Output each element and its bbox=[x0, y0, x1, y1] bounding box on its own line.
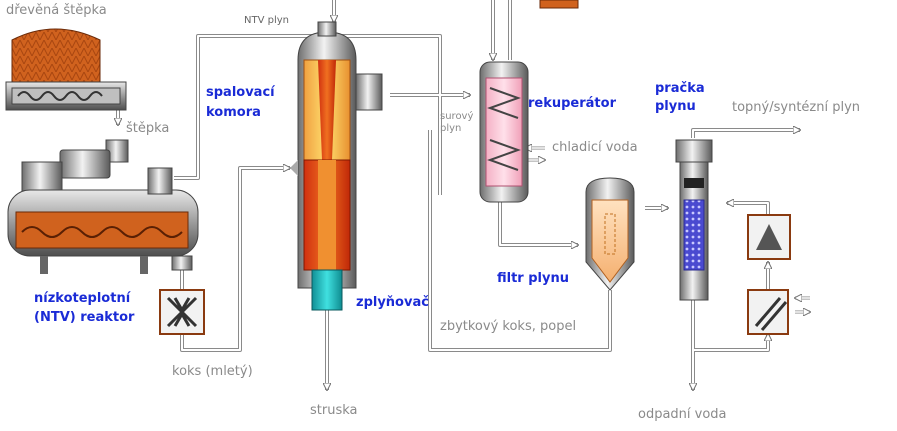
gasifier-column bbox=[290, 21, 383, 311]
label-ntv-reactor-2: (NTV) reaktor bbox=[34, 310, 135, 325]
label-wood-chips: dřevěná štěpka bbox=[6, 3, 107, 18]
wood-chip-hopper bbox=[5, 28, 127, 111]
coke-mill bbox=[159, 289, 205, 335]
gas-scrubber bbox=[675, 139, 713, 301]
label-gas-filter: filtr plynu bbox=[497, 271, 569, 286]
circulation-pump bbox=[747, 214, 791, 260]
label-scrubber-1: pračka bbox=[655, 81, 705, 96]
label-product-gas: topný/syntézní plyn bbox=[732, 100, 861, 115]
pipe-lines-inner bbox=[118, 0, 800, 390]
label-raw-gas-2: plyn bbox=[440, 123, 462, 134]
label-chips: štěpka bbox=[126, 121, 170, 136]
label-coke-ground: koks (mletý) bbox=[172, 364, 253, 379]
label-ntv-gas: NTV plyn bbox=[244, 15, 289, 26]
recuperator bbox=[479, 0, 579, 203]
label-combustion-chamber-2: komora bbox=[206, 105, 261, 120]
ntv-reactor bbox=[7, 139, 199, 274]
label-gasifier: zplyňovač bbox=[356, 295, 429, 310]
label-residual: zbytkový koks, popel bbox=[440, 319, 577, 334]
water-cooler bbox=[747, 289, 789, 335]
label-ntv-reactor-1: nízkoteplotní bbox=[34, 291, 131, 306]
label-raw-gas-1: surový bbox=[440, 111, 474, 122]
label-combustion-chamber-1: spalovací bbox=[206, 85, 275, 100]
label-cooling-water: chladicí voda bbox=[552, 140, 638, 155]
label-scrubber-2: plynu bbox=[655, 99, 696, 114]
label-waste-water: odpadní voda bbox=[638, 407, 727, 422]
label-recuperator: rekuperátor bbox=[528, 96, 616, 111]
gas-filter bbox=[585, 177, 635, 291]
label-slag: struska bbox=[310, 403, 358, 418]
